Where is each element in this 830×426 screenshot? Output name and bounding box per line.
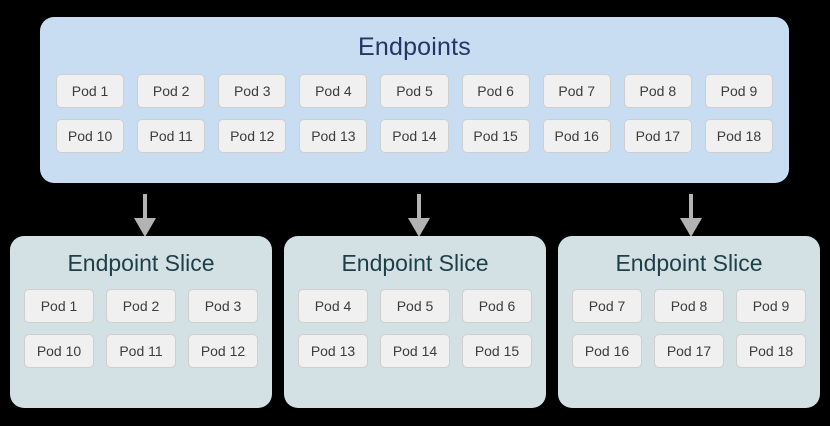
pod-chip: Pod 16 bbox=[572, 334, 642, 368]
endpoint-slice-title: Endpoint Slice bbox=[615, 250, 763, 276]
pod-chip: Pod 8 bbox=[623, 74, 692, 108]
pod-chip: Pod 16 bbox=[542, 119, 611, 153]
pod-chip: Pod 7 bbox=[572, 289, 642, 323]
arrow-head bbox=[408, 218, 430, 237]
pod-chip: Pod 18 bbox=[736, 334, 806, 368]
endpoint-slice-title: Endpoint Slice bbox=[67, 250, 215, 276]
arrow-down-icon bbox=[680, 194, 702, 237]
endpoint-slice-title: Endpoint Slice bbox=[341, 250, 489, 276]
endpoints-container: Endpoints Pod 1 Pod 2 Pod 3 Pod 4 Pod 5 … bbox=[40, 17, 789, 183]
pod-chip: Pod 12 bbox=[218, 119, 287, 153]
endpoint-slice-container-1: Endpoint Slice Pod 1 Pod 2 Pod 3 Pod 10 … bbox=[10, 236, 272, 408]
slice-pod-grid-row-1: Pod 1 Pod 2 Pod 3 bbox=[10, 277, 272, 323]
pod-chip: Pod 7 bbox=[542, 74, 611, 108]
pod-chip: Pod 5 bbox=[380, 289, 450, 323]
arrow-shaft bbox=[689, 194, 693, 220]
pod-chip: Pod 4 bbox=[298, 289, 368, 323]
pod-chip: Pod 1 bbox=[56, 74, 125, 108]
pod-chip: Pod 5 bbox=[380, 74, 449, 108]
pod-chip: Pod 1 bbox=[24, 289, 94, 323]
pod-chip: Pod 8 bbox=[654, 289, 724, 323]
pod-chip: Pod 17 bbox=[623, 119, 692, 153]
pod-chip: Pod 11 bbox=[137, 119, 206, 153]
pod-chip: Pod 4 bbox=[299, 74, 368, 108]
arrow-down-icon bbox=[408, 194, 430, 237]
pod-chip: Pod 18 bbox=[704, 119, 773, 153]
slice-pod-grid-row-2: Pod 10 Pod 11 Pod 12 bbox=[10, 323, 272, 368]
pod-chip: Pod 2 bbox=[106, 289, 176, 323]
arrow-head bbox=[134, 218, 156, 237]
pod-chip: Pod 13 bbox=[299, 119, 368, 153]
pod-chip: Pod 10 bbox=[56, 119, 125, 153]
arrow-shaft bbox=[417, 194, 421, 220]
endpoint-slice-container-2: Endpoint Slice Pod 4 Pod 5 Pod 6 Pod 13 … bbox=[284, 236, 546, 408]
pod-chip: Pod 9 bbox=[704, 74, 773, 108]
pod-chip: Pod 13 bbox=[298, 334, 368, 368]
pod-chip: Pod 14 bbox=[380, 334, 450, 368]
pod-chip: Pod 3 bbox=[218, 74, 287, 108]
arrow-head bbox=[680, 218, 702, 237]
pod-chip: Pod 6 bbox=[461, 74, 530, 108]
slice-pod-grid-row-2: Pod 16 Pod 17 Pod 18 bbox=[558, 323, 820, 368]
endpoint-slice-container-3: Endpoint Slice Pod 7 Pod 8 Pod 9 Pod 16 … bbox=[558, 236, 820, 408]
slice-pod-grid-row-1: Pod 4 Pod 5 Pod 6 bbox=[284, 277, 546, 323]
pod-chip: Pod 11 bbox=[106, 334, 176, 368]
pod-chip: Pod 14 bbox=[380, 119, 449, 153]
pod-chip: Pod 3 bbox=[188, 289, 258, 323]
slice-pod-grid-row-2: Pod 13 Pod 14 Pod 15 bbox=[284, 323, 546, 368]
arrow-down-icon bbox=[134, 194, 156, 237]
arrow-shaft bbox=[143, 194, 147, 220]
pod-chip: Pod 6 bbox=[462, 289, 532, 323]
pod-chip: Pod 15 bbox=[461, 119, 530, 153]
pod-chip: Pod 9 bbox=[736, 289, 806, 323]
pod-chip: Pod 17 bbox=[654, 334, 724, 368]
endpoints-pod-grid-row-2: Pod 10 Pod 11 Pod 12 Pod 13 Pod 14 Pod 1… bbox=[40, 108, 789, 153]
pod-chip: Pod 15 bbox=[462, 334, 532, 368]
endpoints-title: Endpoints bbox=[358, 33, 471, 61]
slice-pod-grid-row-1: Pod 7 Pod 8 Pod 9 bbox=[558, 277, 820, 323]
pod-chip: Pod 12 bbox=[188, 334, 258, 368]
endpoints-pod-grid-row-1: Pod 1 Pod 2 Pod 3 Pod 4 Pod 5 Pod 6 Pod … bbox=[40, 62, 789, 108]
pod-chip: Pod 2 bbox=[137, 74, 206, 108]
pod-chip: Pod 10 bbox=[24, 334, 94, 368]
